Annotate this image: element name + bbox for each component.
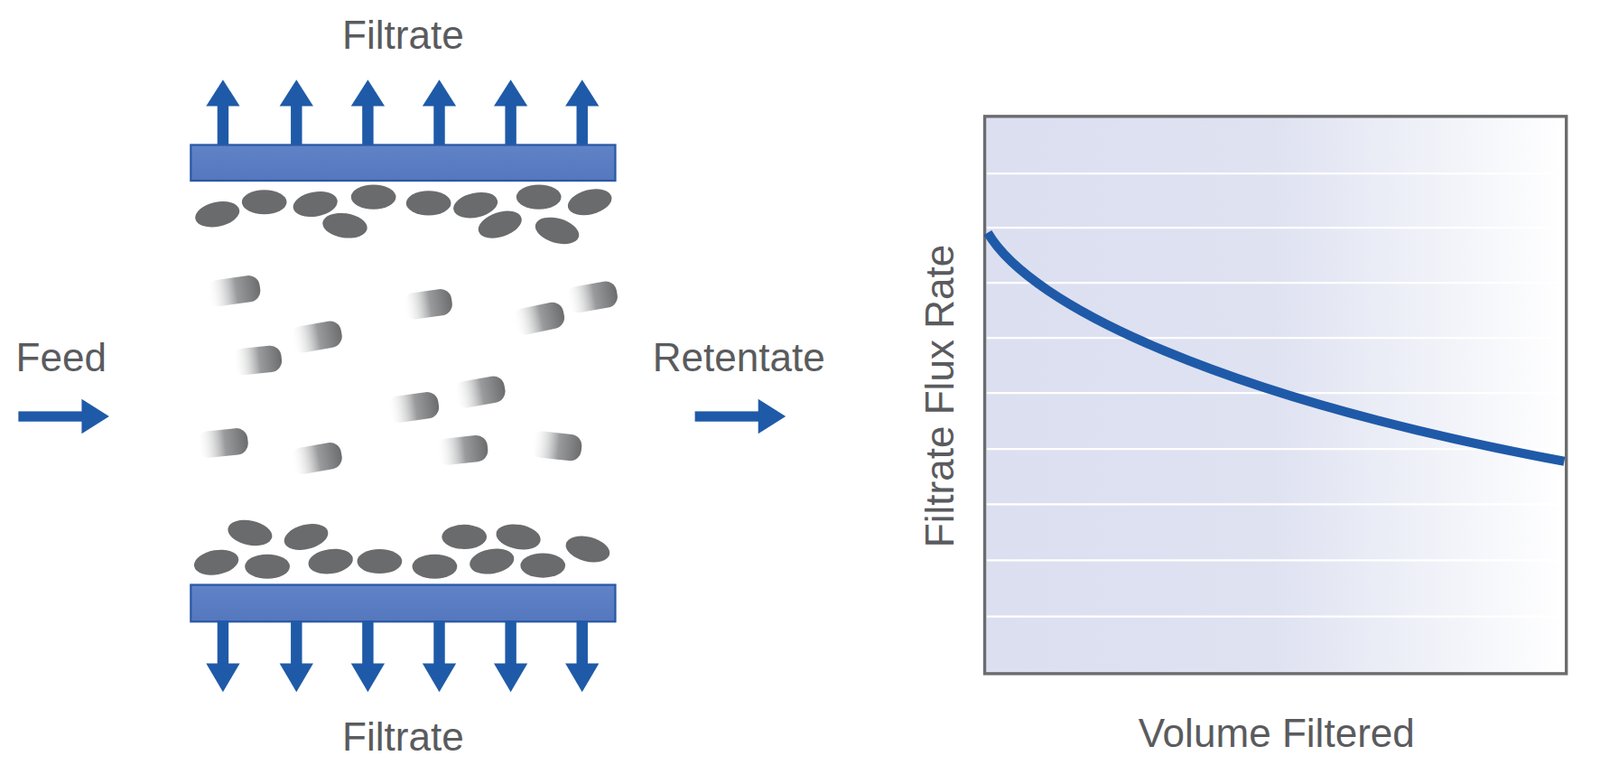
filtrate-label: Filtrate [342,14,465,55]
chart-background [985,116,1567,674]
filtrate-label: Filtrate [342,716,465,757]
suspended-particles [195,273,620,475]
chart-gridlines [986,173,1565,616]
membrane-bottom [190,585,615,623]
feed-label: Feed [16,336,107,377]
retentate-label: Retentate [652,336,826,377]
filter-cake-bottom [192,515,614,578]
filtrate-arrows-up [205,79,599,148]
chart-frame [985,116,1567,674]
flux-curve [987,232,1565,462]
axis-title: Volume Filtered [1138,712,1415,753]
filtrate-arrows-down [205,620,599,692]
membrane-top [190,144,615,181]
axis-title: Filtrate Flux Rate [920,244,960,549]
flow-arrows [18,399,786,434]
filter-cake-top [193,185,615,250]
